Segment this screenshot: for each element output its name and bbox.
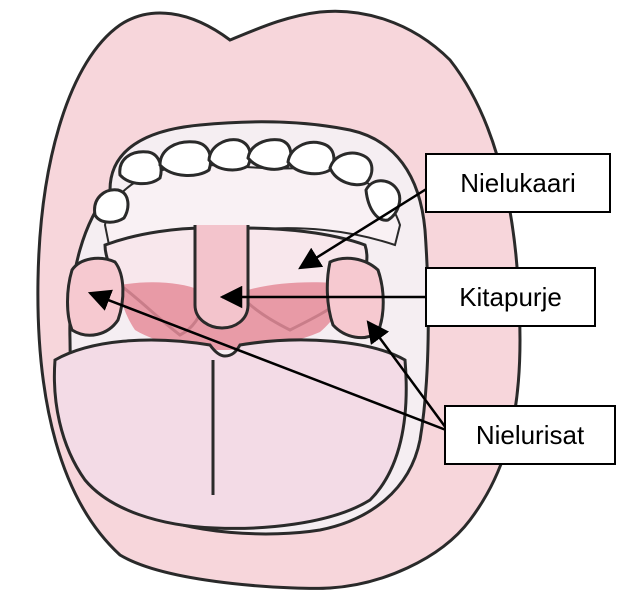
label-kitapurje: Kitapurje [425, 267, 596, 327]
label-nielurisat: Nielurisat [444, 405, 616, 465]
label-nielurisat-text: Nielurisat [476, 420, 584, 451]
label-nielukaari: Nielukaari [425, 153, 611, 213]
tonsil-left [68, 258, 123, 335]
tongue [54, 340, 406, 528]
label-nielukaari-text: Nielukaari [460, 168, 576, 199]
label-kitapurje-text: Kitapurje [459, 282, 562, 313]
uvula [195, 225, 248, 328]
